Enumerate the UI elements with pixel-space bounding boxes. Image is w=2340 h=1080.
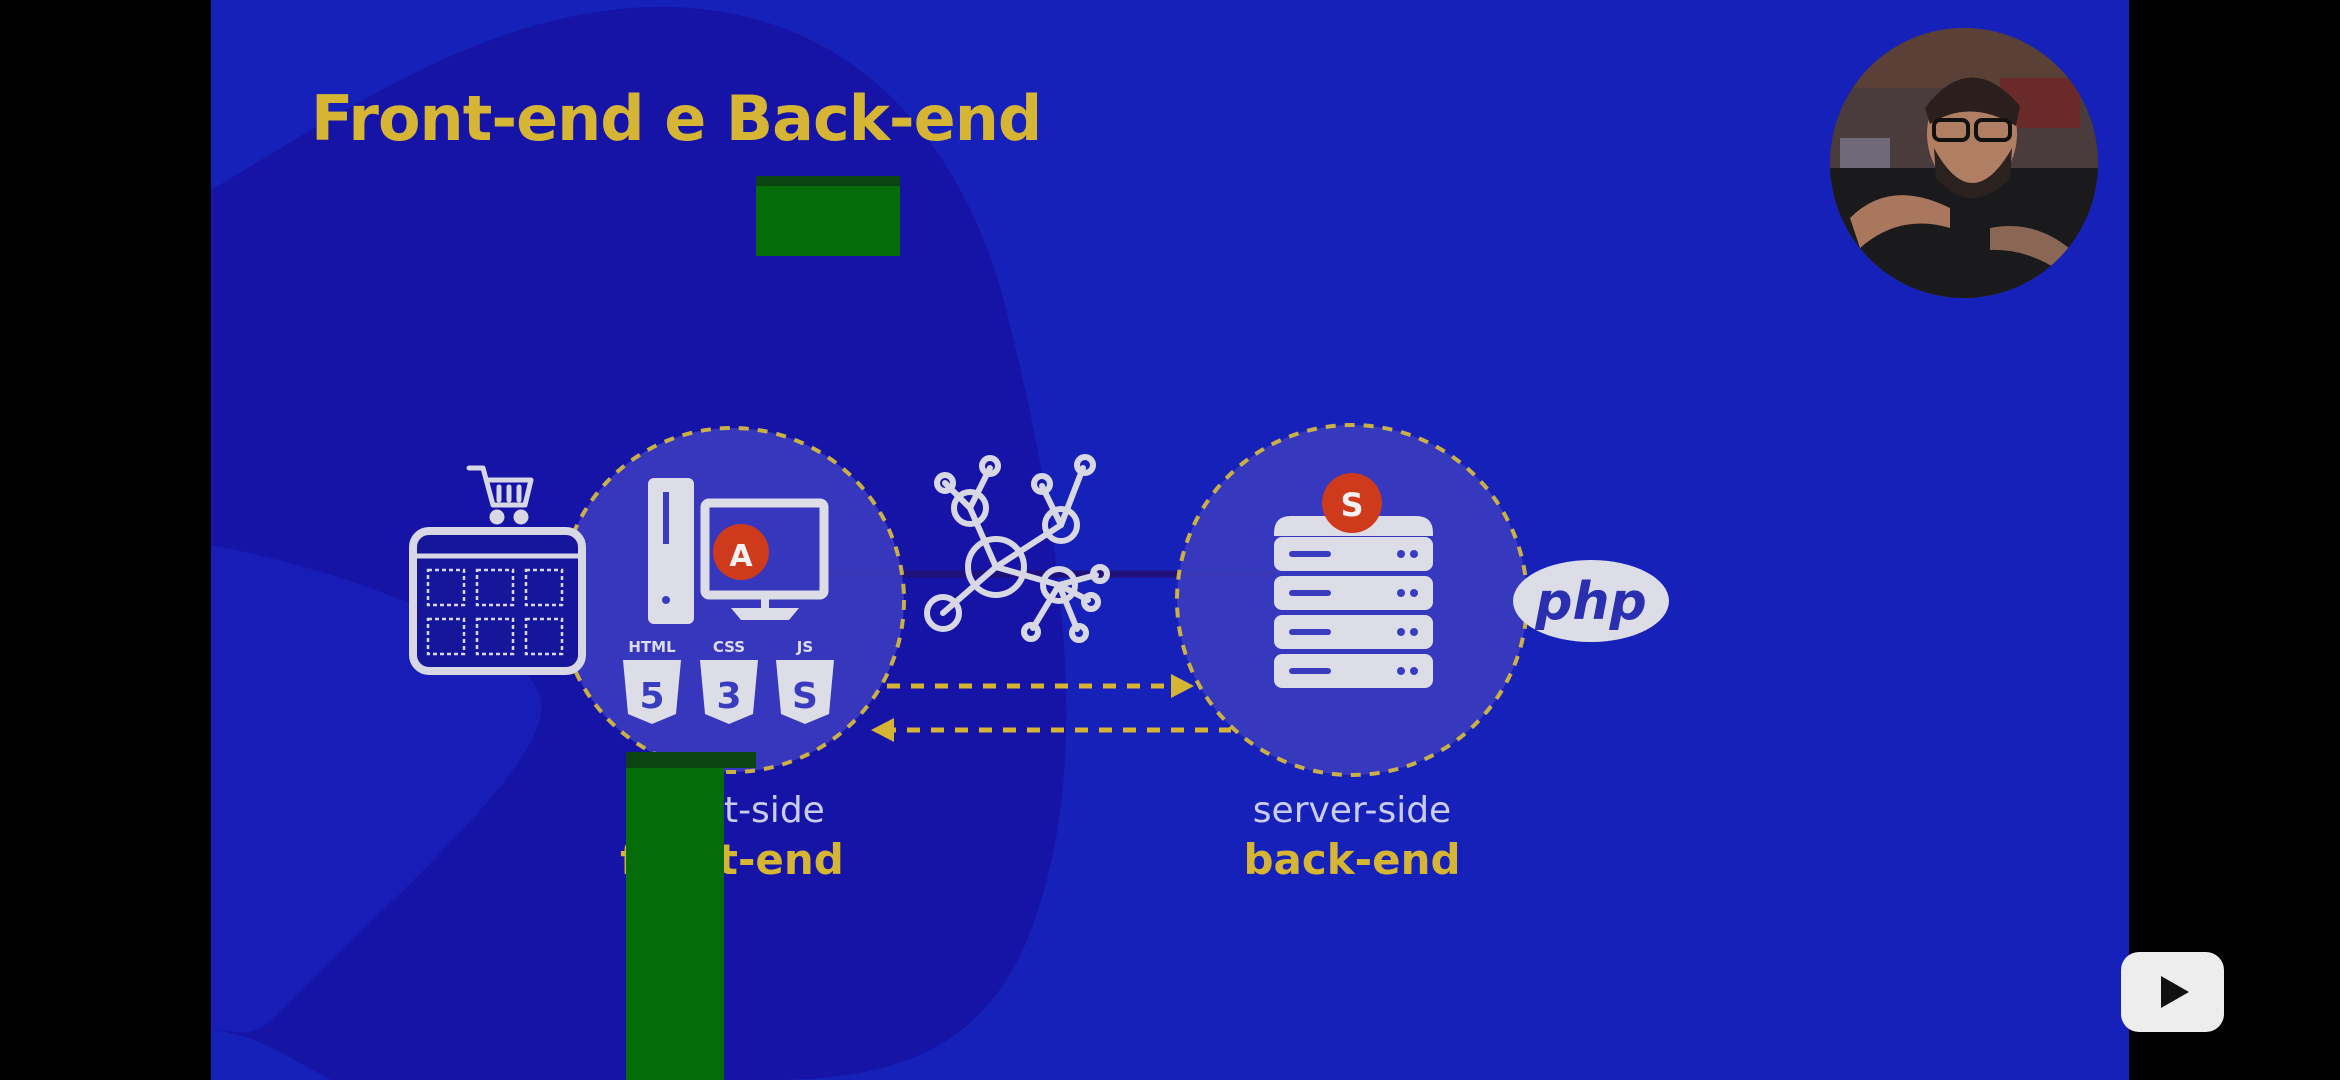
angular-badge: A [729, 539, 753, 574]
css-label: CSS [713, 638, 745, 656]
svg-text:5: 5 [639, 676, 664, 717]
play-button[interactable] [2121, 952, 2224, 1032]
js-icon: S [776, 660, 834, 724]
slide: Front-end e Back-end [211, 0, 2129, 1080]
desktop-computer-icon: A [648, 478, 829, 624]
presenter-webcam [1830, 28, 2098, 298]
server-rack-icon: S [1274, 473, 1433, 688]
client-caption: client-side front-end [552, 790, 912, 884]
server-subtitle: server-side [1252, 790, 1452, 831]
svg-text:php: php [1534, 572, 1646, 632]
svg-text:S: S [792, 676, 818, 717]
storefront-grid-icon [409, 527, 586, 675]
overlay-block-bottom-tab [626, 752, 756, 768]
client-subtitle: client-side [639, 790, 825, 831]
shopping-cart-icon [466, 465, 534, 525]
overlay-block-bottom [626, 752, 724, 1080]
server-caption: server-side back-end [1172, 790, 1532, 884]
response-arrow-head [871, 718, 894, 742]
presenter-avatar [1830, 28, 2098, 298]
slide-title: Front-end e Back-end [311, 82, 1042, 155]
html5-icon: 5 [623, 660, 681, 724]
html-label: HTML [628, 638, 676, 656]
server-label: back-end [1243, 835, 1461, 884]
request-arrow-head [1171, 674, 1194, 698]
play-icon [2160, 976, 2189, 1008]
overlay-block-top [756, 176, 900, 256]
network-hub-icon [924, 454, 1110, 643]
tech-labels: HTML CSS JS [628, 638, 813, 656]
php-logo-icon: php [1513, 560, 1669, 642]
client-label: front-end [620, 835, 844, 884]
architecture-diagram: A HTML CSS JS 5 3 S [409, 423, 1669, 777]
css3-icon: 3 [700, 660, 758, 724]
svg-text:3: 3 [716, 676, 741, 717]
js-label: JS [796, 638, 813, 656]
server-badge: S [1340, 486, 1363, 524]
